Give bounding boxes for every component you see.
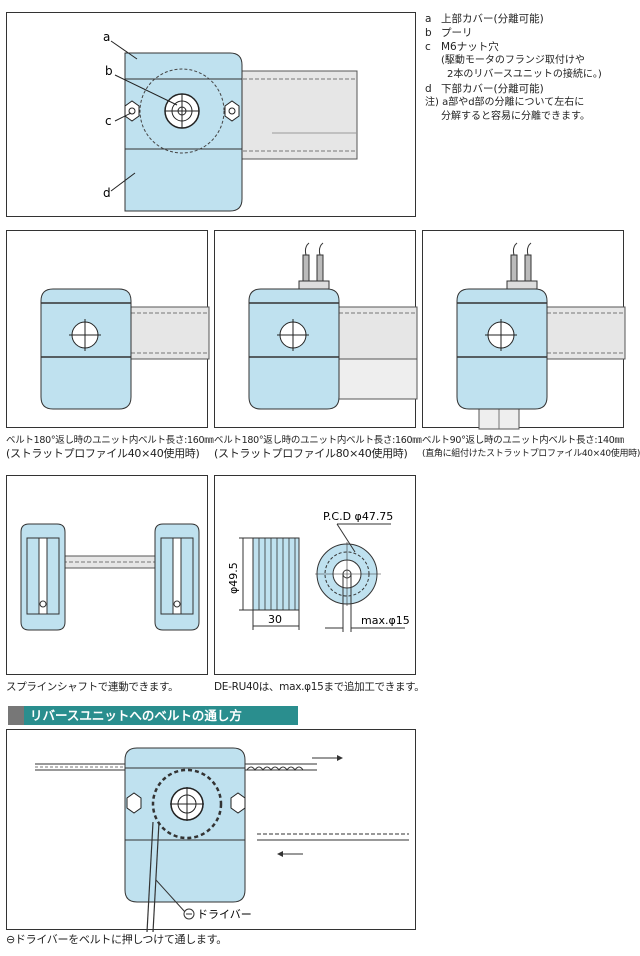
section-heading: リバースユニットへのベルトの通し方 (8, 706, 298, 725)
callout-b: b (105, 64, 113, 78)
legend-c-note-1: (駆動モータのフランジ取付けや (441, 55, 585, 66)
dim-bore: max.φ15 (361, 614, 410, 627)
top-diagram-svg: a b c d (103, 30, 358, 212)
caption-panel3-line2: (直角に組付けたストラットプロファイル40×40使用時) (422, 449, 640, 459)
threading-instruction: ⊖ドライバーをベルトに押しつけて通します。 (6, 933, 227, 946)
legend-key: a (425, 13, 432, 25)
driver-label: ドライバー (197, 908, 252, 921)
panel-belt-180-40 (6, 230, 210, 428)
legend-item-c: c M6ナット穴 (425, 40, 625, 54)
callout-a: a (103, 30, 110, 44)
legend-text: M6ナット穴 (441, 41, 499, 53)
caption-panel1-line1: ベルト180°返し時のユニット内ベルト長さ:160㎜ (6, 435, 214, 446)
legend: a 上部カバー(分離可能) b プーリ c M6ナット穴 (駆動モータのフランジ… (425, 12, 625, 124)
legend-note-2: 分解すると容易に分離できます。 (441, 111, 590, 122)
panel-belt-90 (422, 230, 626, 430)
callout-d: d (103, 186, 111, 200)
dim-width: 30 (268, 613, 282, 626)
caption-spline: スプラインシャフトで連動できます。 (6, 681, 179, 693)
dim-diameter: φ49.5 (227, 562, 240, 594)
caption-machining: DE-RU40は、max.φ15まで追加工できます。 (214, 681, 425, 693)
legend-text: 上部カバー(分離可能) (441, 13, 544, 25)
belt-threading-panel: ドライバー (6, 729, 416, 933)
section-title: リバースユニットへのベルトの通し方 (30, 708, 242, 723)
legend-item-d: d 下部カバー(分離可能) (425, 82, 625, 96)
panel-belt-180-80 (214, 230, 418, 428)
legend-text: プーリ (441, 27, 473, 39)
legend-note-1: 注) a部やd部の分離について左右に (425, 97, 585, 108)
legend-key: b (425, 27, 432, 39)
caption-panel1-line2: (ストラットプロファイル40×40使用時) (6, 447, 200, 460)
top-diagram-panel: a b c d (6, 12, 416, 217)
caption-panel3-line1: ベルト90°返し時のユニット内ベルト長さ:140㎜ (422, 435, 624, 446)
panel-pulley-dimensions: φ49.5 30 P.C.D φ47.75 max.φ15 (214, 475, 416, 675)
legend-key: c (425, 41, 431, 53)
legend-c-note-2: 2本のリバースユニットの接続に。) (447, 69, 602, 80)
legend-key: d (425, 83, 432, 95)
dim-pcd: P.C.D φ47.75 (323, 510, 393, 523)
legend-text: 下部カバー(分離可能) (441, 83, 544, 95)
caption-panel2-line1: ベルト180°返し時のユニット内ベルト長さ:160㎜ (214, 435, 422, 446)
callout-c: c (105, 114, 112, 128)
caption-panel2-line2: (ストラットプロファイル80×40使用時) (214, 447, 408, 460)
legend-item-b: b プーリ (425, 26, 625, 40)
section-marker (8, 706, 24, 725)
panel-spline-shaft (6, 475, 208, 675)
legend-item-a: a 上部カバー(分離可能) (425, 12, 625, 26)
